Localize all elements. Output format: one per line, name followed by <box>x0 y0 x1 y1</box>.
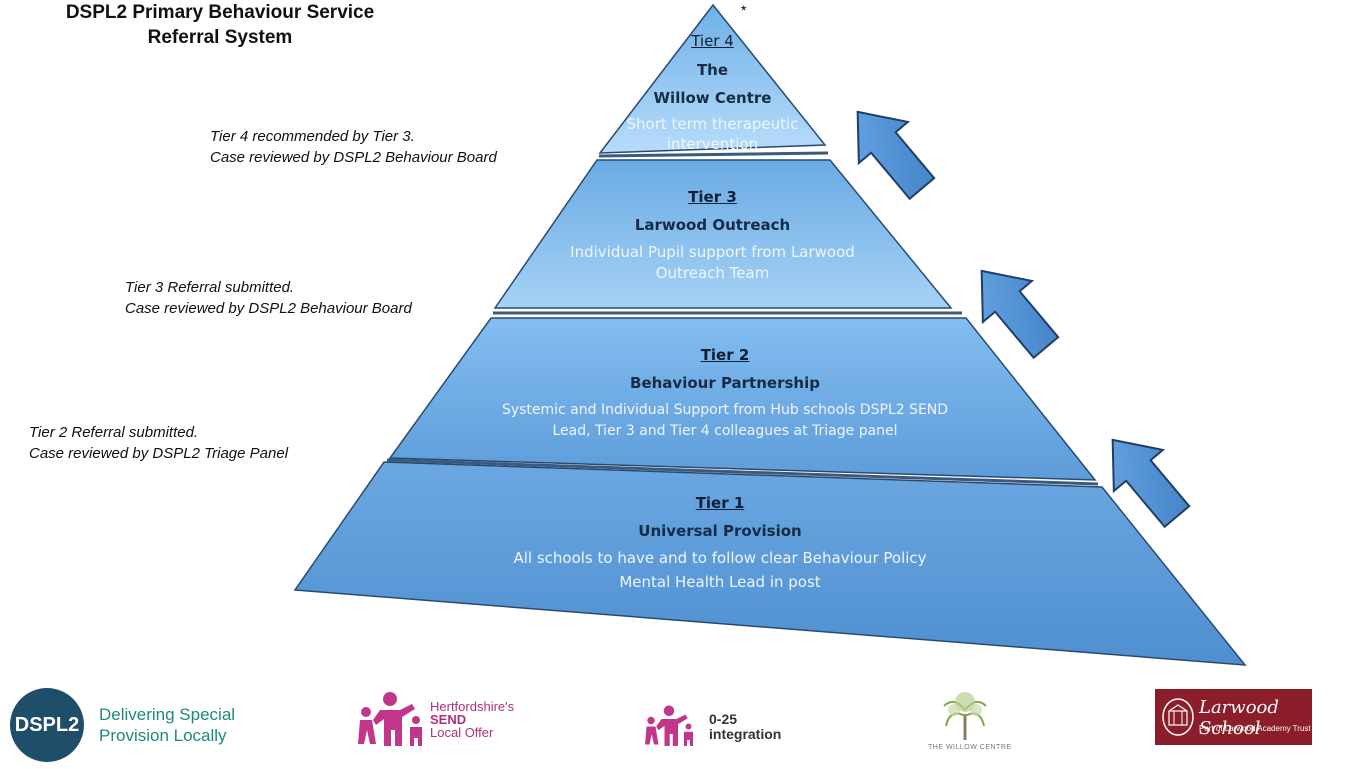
pyramid-diagram <box>293 3 1247 666</box>
dspl2-badge: DSPL2 <box>10 688 84 762</box>
herts-send-text: Hertfordshire's SEND Local Offer <box>430 700 514 739</box>
willow-centre-text: THE WILLOW CENTRE <box>928 744 1012 751</box>
note-tier2-line1: Tier 2 Referral submitted. <box>29 424 199 441</box>
willow-tree-icon <box>943 692 987 740</box>
herts-line1: Hertfordshire's <box>430 699 515 714</box>
tier1-band <box>293 461 1247 666</box>
logo-strip: DSPL2 Delivering Special Provision Local… <box>0 680 1359 769</box>
tier2-desc: Systemic and Individual Support from Hub… <box>455 400 995 442</box>
integration-text: 0-25 integration <box>709 712 781 742</box>
tier2-desc-line2: Lead, Tier 3 and Tier 4 colleagues at Tr… <box>552 423 898 439</box>
note-tier4-line1: Tier 4 recommended by Tier 3. <box>210 128 415 145</box>
tier4-desc-line1: Short term therapeutic <box>626 115 799 133</box>
tier4-text: Tier 4 The Willow Centre Short term ther… <box>610 32 815 154</box>
tier4-desc-line2: intervention <box>666 135 759 153</box>
tier2-band <box>388 317 1097 481</box>
tier3-desc-line2: Outreach Team <box>655 264 770 282</box>
tier3-name: Larwood Outreach <box>634 216 791 234</box>
tier1-desc: All schools to have and to follow clear … <box>500 546 940 594</box>
note-tier2-line2: Case reviewed by DSPL2 Triage Panel <box>29 445 289 462</box>
herts-line2: SEND <box>430 712 467 727</box>
tier3-band <box>493 159 953 309</box>
tier4-label: Tier 4 <box>691 32 734 50</box>
note-tier4-line2: Case reviewed by DSPL2 Behaviour Board <box>210 149 497 166</box>
asterisk: * <box>741 2 747 18</box>
tier1-desc-line2: Mental Health Lead in post <box>619 573 821 591</box>
tier2-text: Tier 2 Behaviour Partnership Systemic an… <box>455 346 995 442</box>
arrow-tier1-to-tier2 <box>1111 438 1191 529</box>
tier4-name-line1: The <box>696 61 729 79</box>
tier1-name: Universal Provision <box>638 522 802 540</box>
title-line-1: DSPL2 Primary Behaviour Service <box>65 2 375 23</box>
arrow-tier2-to-tier3 <box>980 269 1060 360</box>
tier4-band <box>598 3 827 154</box>
family-figures-icon <box>358 692 422 746</box>
larwood-sub: Part of Larwood Academy Trust <box>1199 724 1311 733</box>
note-tier3-line1: Tier 3 Referral submitted. <box>125 279 295 296</box>
larwood-school-logo: Larwood School Part of Larwood Academy T… <box>1155 689 1312 745</box>
separator-4-3 <box>598 151 829 158</box>
page-title: DSPL2 Primary Behaviour Service Referral… <box>0 0 440 50</box>
tier1-desc-line1: All schools to have and to follow clear … <box>513 549 927 567</box>
dspl2-tagline-line1: Delivering Special <box>99 705 236 724</box>
tier2-desc-line1: Systemic and Individual Support from Hub… <box>501 402 949 418</box>
larwood-name: Larwood School <box>1199 697 1279 739</box>
dspl2-tagline-line2: Provision Locally <box>99 726 227 745</box>
school-building-icon <box>1162 698 1194 736</box>
tier2-label: Tier 2 <box>700 346 750 364</box>
tier4-desc: Short term therapeutic intervention <box>610 114 815 154</box>
integration-line1: 0-25 <box>709 711 738 727</box>
tier4-name-line2: Willow Centre <box>653 89 772 107</box>
note-tier3: Tier 3 Referral submitted. Case reviewed… <box>125 277 412 319</box>
tier3-desc: Individual Pupil support from Larwood Ou… <box>540 242 885 284</box>
dspl2-tagline: Delivering Special Provision Locally <box>99 704 235 746</box>
title-line-2: Referral System <box>147 27 293 48</box>
tier1-text: Tier 1 Universal Provision All schools t… <box>500 494 940 594</box>
separator-2-1 <box>386 458 1099 486</box>
tier3-label: Tier 3 <box>688 188 737 206</box>
arrow-tier3-to-tier4 <box>856 110 936 201</box>
integration-figures-icon <box>645 705 693 746</box>
tier1-label: Tier 1 <box>695 494 745 512</box>
herts-line3: Local Offer <box>430 725 494 740</box>
tier4-name: The Willow Centre <box>610 56 815 112</box>
note-tier2: Tier 2 Referral submitted. Case reviewed… <box>29 422 288 464</box>
tier3-desc-line1: Individual Pupil support from Larwood <box>570 243 855 261</box>
note-tier3-line2: Case reviewed by DSPL2 Behaviour Board <box>125 300 412 317</box>
note-tier4: Tier 4 recommended by Tier 3. Case revie… <box>210 126 497 168</box>
tier2-name: Behaviour Partnership <box>630 374 820 392</box>
tier3-text: Tier 3 Larwood Outreach Individual Pupil… <box>540 188 885 284</box>
integration-line2: integration <box>709 726 782 742</box>
